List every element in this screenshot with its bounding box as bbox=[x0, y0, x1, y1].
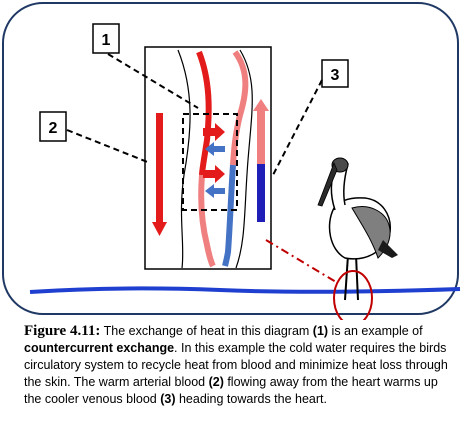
callout-2: 2 bbox=[39, 111, 67, 142]
caption-term: countercurrent exchange bbox=[24, 341, 175, 355]
caption-text-1: The exchange of heat in this diagram bbox=[100, 324, 313, 338]
diagram-frame bbox=[2, 2, 459, 315]
callout-2-label: 2 bbox=[49, 120, 58, 137]
callout-3-leader bbox=[271, 79, 323, 178]
cold-arrow-left-1 bbox=[205, 142, 225, 156]
callout-3-label: 3 bbox=[331, 67, 340, 84]
caption-ref-2: (2) bbox=[208, 375, 224, 389]
stork-beak bbox=[317, 161, 338, 207]
artery-warm-segment bbox=[196, 50, 212, 176]
figure-label: Figure 4.11: bbox=[24, 323, 101, 339]
leg-highlight-circle bbox=[333, 270, 373, 320]
vein-warm-segment bbox=[230, 50, 249, 166]
cold-arrow-left-2 bbox=[205, 184, 225, 198]
arterial-flow-arrow-shaft bbox=[156, 113, 163, 223]
heat-arrow-right-1 bbox=[203, 123, 225, 141]
leg-outline-right bbox=[235, 49, 253, 269]
callout-1: 1 bbox=[92, 23, 120, 54]
caption-text-4: flowing away from the heart warms up the… bbox=[24, 375, 438, 406]
water-line bbox=[29, 286, 461, 294]
stork-leg-left bbox=[344, 254, 349, 301]
callout-2-leader bbox=[66, 129, 151, 164]
caption-ref-3: (3) bbox=[160, 392, 176, 406]
callout-3: 3 bbox=[321, 59, 349, 88]
countercurrent-diagram: 1 2 3 bbox=[2, 2, 461, 320]
caption-text-2: is an example of bbox=[328, 324, 423, 338]
leg-outline-left bbox=[177, 49, 191, 269]
exchange-region bbox=[182, 113, 238, 211]
caption-text-5: heading towards the heart. bbox=[175, 392, 327, 406]
figure-caption: Figure 4.11: The exchange of heat in thi… bbox=[24, 323, 456, 408]
caption-ref-1: (1) bbox=[312, 324, 329, 338]
artery-cool-segment bbox=[198, 174, 216, 268]
arterial-flow-arrow-head bbox=[152, 222, 167, 236]
venous-flow-arrow-warm bbox=[257, 110, 265, 164]
callout-1-label: 1 bbox=[102, 32, 111, 49]
stork-leg-right bbox=[355, 254, 359, 301]
callout-1-leader bbox=[107, 53, 199, 109]
caption-text-3: . In this example the cold water require… bbox=[24, 341, 448, 389]
vein-cold-segment bbox=[222, 164, 236, 267]
heat-arrow-right-2 bbox=[203, 165, 225, 183]
stork-illustration bbox=[317, 157, 398, 320]
stork-tail bbox=[378, 240, 398, 258]
venous-flow-arrow-head bbox=[253, 99, 269, 111]
zoom-leader bbox=[265, 239, 337, 283]
venous-flow-arrow-cold bbox=[257, 164, 265, 222]
